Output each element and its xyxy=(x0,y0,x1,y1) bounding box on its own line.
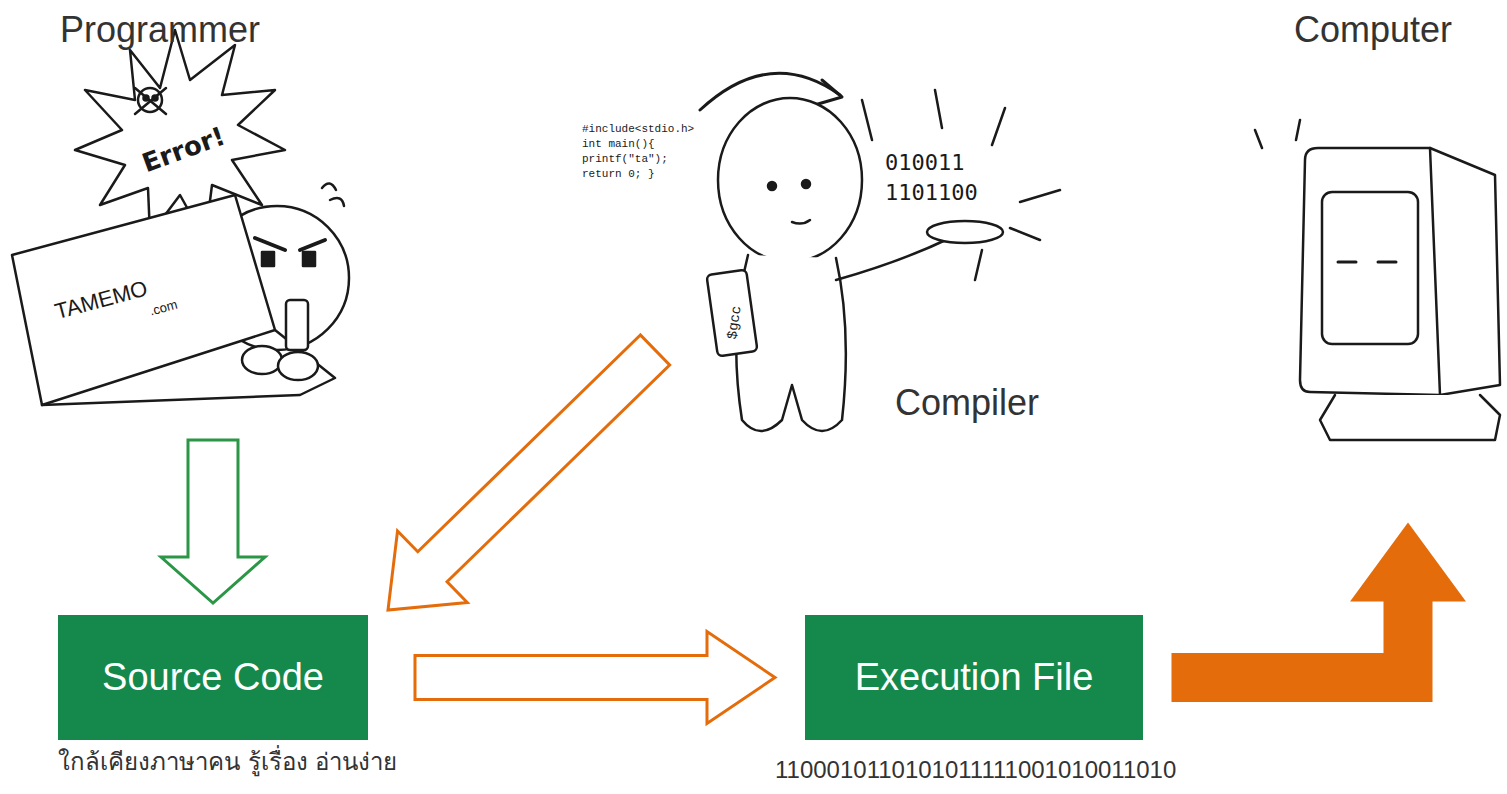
code-snippet: #include<stdio.h> int main(){ printf("ta… xyxy=(582,122,704,181)
monitor xyxy=(1300,148,1500,395)
label-holder: ใกล้เคียงภาษาคน รู้เรื่อง อ่านง่าย xyxy=(58,748,397,777)
caption-note: ใกล้เคียงภาษาคน รู้เรื่อง อ่านง่าย xyxy=(58,748,397,777)
figure-title: Compiler xyxy=(895,382,1039,424)
block-arrow xyxy=(415,632,775,724)
figure-node: Computer xyxy=(1250,5,1507,450)
gcc-card xyxy=(706,270,757,357)
figure-node: Programmer xyxy=(15,5,345,415)
screen xyxy=(1322,192,1418,344)
box-title: Source Code xyxy=(102,656,324,699)
figure-title: Computer xyxy=(1294,9,1452,51)
label-holder: 1100010110101011111001010011010 xyxy=(775,756,1176,785)
figure-node: Compiler xyxy=(650,80,1090,440)
monitor-base xyxy=(1320,395,1500,440)
error-burst xyxy=(75,30,285,240)
block-arrow xyxy=(388,335,670,610)
block-arrow xyxy=(1173,525,1463,701)
box-title: Execution File xyxy=(855,656,1094,699)
binary-sketch: 010011 xyxy=(885,150,964,176)
process-box: Execution File xyxy=(805,615,1143,740)
label-holder: 1101100 xyxy=(885,180,978,206)
figure-title: Programmer xyxy=(60,9,260,51)
binary-note: 1100010110101011111001010011010 xyxy=(775,756,1176,785)
label-holder: #include<stdio.h> int main(){ printf("ta… xyxy=(582,122,704,181)
label-holder: 010011 xyxy=(885,150,964,176)
block-arrow xyxy=(161,440,265,603)
laptop xyxy=(12,195,275,405)
compiler-head xyxy=(718,98,862,262)
binary-sketch: 1101100 xyxy=(885,180,978,206)
process-box: Source Code xyxy=(58,615,368,740)
